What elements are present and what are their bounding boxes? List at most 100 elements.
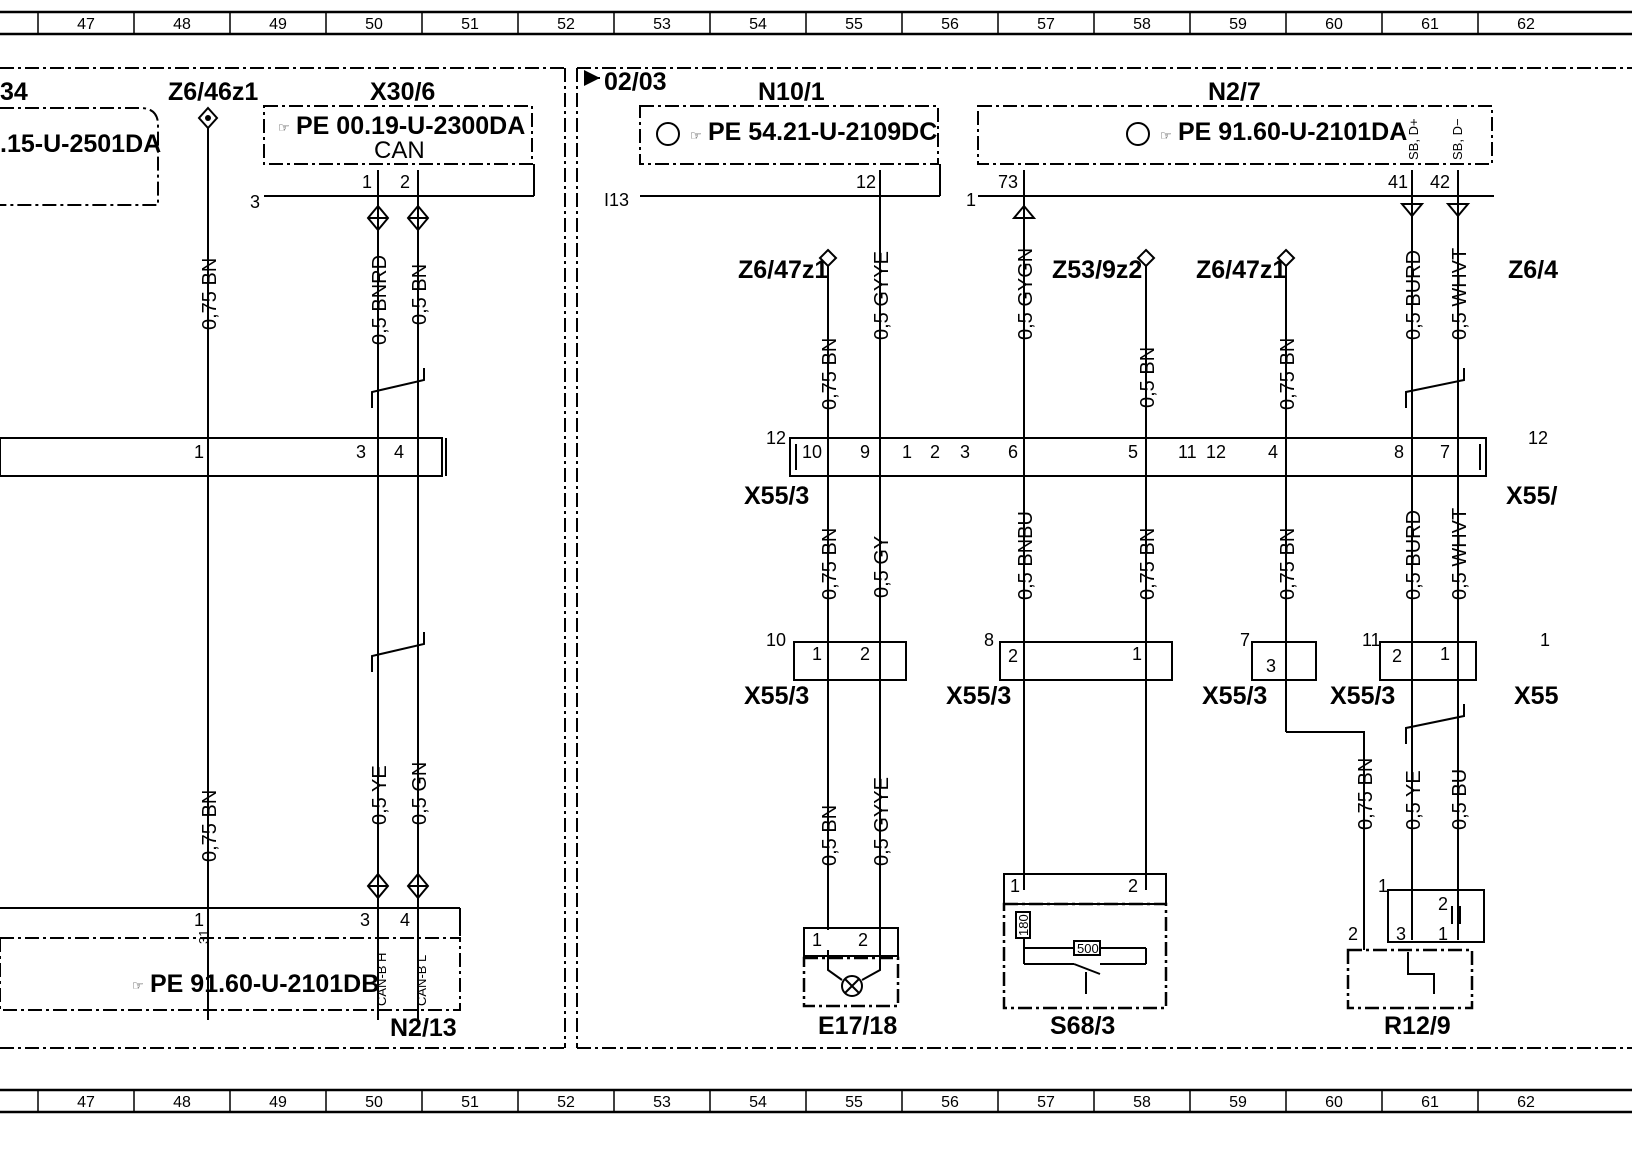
wire-label: 0,5 YE xyxy=(1403,770,1425,830)
wire-label: 0,75 BN xyxy=(199,790,221,862)
svg-text:1: 1 xyxy=(1132,644,1142,664)
grid-number: 58 xyxy=(1133,1094,1151,1111)
grid-number: 54 xyxy=(749,16,767,33)
svg-text:1: 1 xyxy=(194,442,204,462)
grid-number: 52 xyxy=(557,16,575,33)
grid-number: 61 xyxy=(1421,16,1439,33)
pin-number: 41 xyxy=(1388,172,1408,192)
connector-label: X55/3 xyxy=(1330,682,1395,710)
svg-text:2: 2 xyxy=(1348,924,1358,944)
wire-label: 0,5 GY xyxy=(871,536,893,598)
svg-text:12: 12 xyxy=(856,172,876,192)
pin-number: 42 xyxy=(1430,172,1450,192)
switch-icon xyxy=(1073,963,1101,975)
doc-reference[interactable]: PE 54.21-U-2109DC xyxy=(708,118,937,146)
svg-text:4: 4 xyxy=(394,442,404,462)
svg-text:2: 2 xyxy=(1438,894,1448,914)
heater-element-icon xyxy=(1407,952,1435,994)
wire-label: 0,5 GN xyxy=(409,762,431,825)
connector-label: X55/3 xyxy=(744,482,809,510)
svg-text:1: 1 xyxy=(1440,644,1450,664)
connector-label: X55/3 xyxy=(1202,682,1267,710)
pin-number: 2 xyxy=(400,172,410,192)
grid-number: 60 xyxy=(1325,1094,1343,1111)
splice-label: Z6/46z1 xyxy=(168,78,258,106)
component-label: N2/7 xyxy=(1208,78,1261,106)
hand-pointer-icon: ☞ xyxy=(690,128,702,143)
pin-function: CAN-B H xyxy=(374,953,389,1006)
svg-text:7: 7 xyxy=(1240,630,1250,650)
wire-label: 0,5 BNRD xyxy=(369,255,391,345)
doc-reference[interactable]: PE 91.60-U-2101DA xyxy=(1178,118,1407,146)
section-frames xyxy=(0,67,1632,1049)
component-label: N2/13 xyxy=(390,1014,457,1042)
doc-reference[interactable]: .15-U-2501DA xyxy=(0,130,161,158)
svg-text:9: 9 xyxy=(860,442,870,462)
svg-text:10: 10 xyxy=(802,442,822,462)
svg-text:2: 2 xyxy=(860,644,870,664)
grid-number: 49 xyxy=(269,16,287,33)
pin-function: SB, D+ xyxy=(1406,118,1421,160)
svg-text:12: 12 xyxy=(1528,428,1548,448)
component-label: E17/18 xyxy=(818,1012,897,1040)
svg-text:5: 5 xyxy=(1128,442,1138,462)
grid-number: 48 xyxy=(173,16,191,33)
svg-text:1: 1 xyxy=(1378,876,1388,896)
wire-label: 0,75 BN xyxy=(1137,528,1159,600)
hand-pointer-icon: ☞ xyxy=(278,120,290,135)
component-label: 34 xyxy=(0,78,28,106)
svg-text:2: 2 xyxy=(930,442,940,462)
page-link[interactable]: 02/03 xyxy=(604,68,667,96)
wire-label: 0,5 BU xyxy=(1449,769,1471,830)
grid-number: 47 xyxy=(77,16,95,33)
grid-header: 47 48 49 50 51 52 53 54 55 56 57 58 59 6… xyxy=(0,10,1632,36)
grid-number: 48 xyxy=(173,1094,191,1111)
grid-number: 57 xyxy=(1037,16,1055,33)
right-section: 02/03 N10/1 ☞ PE 54.21-U-2109DC I13 12 N… xyxy=(584,68,1559,1040)
wire-label: 0,5 GYYE xyxy=(871,251,893,340)
svg-text:2: 2 xyxy=(858,930,868,950)
splice-label: Z6/47z1 xyxy=(1196,256,1286,284)
svg-text:6: 6 xyxy=(1008,442,1018,462)
twist-icon xyxy=(366,204,430,900)
wire-label: 0,5 WHVT xyxy=(1449,248,1471,340)
svg-text:7: 7 xyxy=(1440,442,1450,462)
svg-text:1: 1 xyxy=(812,644,822,664)
svg-text:8: 8 xyxy=(1394,442,1404,462)
pin-number: 73 xyxy=(998,172,1018,192)
svg-text:2: 2 xyxy=(1392,646,1402,666)
wire-label: 0,75 BN xyxy=(199,258,221,330)
grid-number: 55 xyxy=(845,1094,863,1111)
splice-label: Z6/4 xyxy=(1508,256,1558,284)
svg-text:1: 1 xyxy=(1540,630,1550,650)
grid-number: 56 xyxy=(941,1094,959,1111)
grid-number: 51 xyxy=(461,16,479,33)
pin-function: SB, D− xyxy=(1450,118,1465,160)
wire-group xyxy=(827,170,1459,950)
grid-number: 53 xyxy=(653,16,671,33)
resistor-value: 180 xyxy=(1016,914,1031,936)
wire-label: 0,5 GYGN xyxy=(1015,248,1037,340)
grid-number: 47 xyxy=(77,1094,95,1111)
n2-7-box xyxy=(977,105,1493,165)
wire-label: 0,75 BN xyxy=(819,338,841,410)
lamp-icon xyxy=(841,975,863,997)
doc-reference[interactable]: PE 00.19-U-2300DA xyxy=(296,112,525,140)
pin-number: 1 xyxy=(362,172,372,192)
direction-arrow-icon xyxy=(1011,203,1471,744)
grid-number: 62 xyxy=(1517,1094,1535,1111)
splice-label: Z53/9z2 xyxy=(1052,256,1142,284)
grid-number: 54 xyxy=(749,1094,767,1111)
grid-number: 50 xyxy=(365,16,383,33)
hand-pointer-icon: ☞ xyxy=(1160,128,1172,143)
grid-number: 49 xyxy=(269,1094,287,1111)
grid-number: 60 xyxy=(1325,16,1343,33)
doc-reference[interactable]: PE 91.60-U-2101DB xyxy=(150,970,379,998)
svg-text:4: 4 xyxy=(400,910,410,930)
svg-text:1: 1 xyxy=(966,190,976,210)
wire-label: 0,5 BN xyxy=(1137,347,1159,408)
svg-text:10: 10 xyxy=(766,630,786,650)
svg-text:11: 11 xyxy=(1178,442,1197,462)
n10-1-box xyxy=(639,105,939,165)
